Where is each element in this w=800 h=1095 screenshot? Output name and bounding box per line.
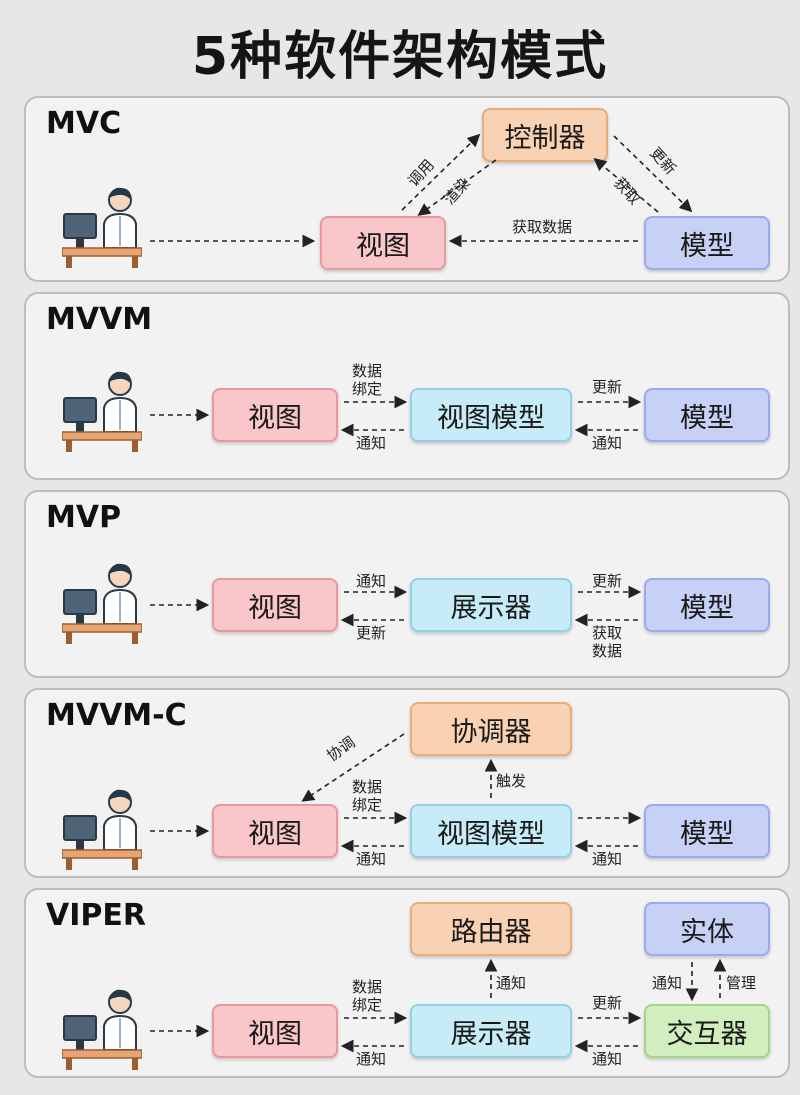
mvp-arrows bbox=[150, 585, 642, 627]
panel-mvvm-c: MVVM-C 协调器 视图 视图模型 模型 协调 触发 数据 绑定 通知 通知 bbox=[24, 688, 790, 878]
viewmodel-box: 视图模型 bbox=[410, 388, 572, 442]
view-box: 视图 bbox=[212, 1004, 338, 1058]
label-notify: 通知 bbox=[592, 850, 623, 868]
user-at-computer-icon bbox=[62, 989, 142, 1070]
view-box: 视图 bbox=[212, 388, 338, 442]
view-box: 视图 bbox=[320, 216, 446, 270]
viewmodel-box: 视图模型 bbox=[410, 804, 572, 858]
label-notify: 通知 bbox=[356, 572, 387, 590]
label-notify: 通知 bbox=[592, 434, 623, 452]
entity-box: 实体 bbox=[644, 902, 770, 956]
mvvm-arrows bbox=[150, 395, 642, 437]
label-update: 更新 bbox=[592, 572, 623, 590]
page-title: 5种软件架构模式 bbox=[191, 27, 609, 87]
label-manage: 管理 bbox=[726, 974, 757, 992]
viper-arrows bbox=[150, 958, 727, 1053]
presenter-box: 展示器 bbox=[410, 1004, 572, 1058]
label-data-bind: 数据 绑定 bbox=[352, 778, 383, 814]
label-update: 更新 bbox=[592, 994, 623, 1012]
label-data-bind: 数据 绑定 bbox=[352, 978, 383, 1014]
user-at-computer-icon bbox=[62, 563, 142, 644]
view-box: 视图 bbox=[212, 578, 338, 632]
label-update: 更新 bbox=[356, 624, 387, 642]
pattern-name-mvvm: MVVM bbox=[46, 302, 153, 337]
user-at-computer-icon bbox=[62, 187, 142, 268]
pattern-name-mvc: MVC bbox=[46, 106, 122, 141]
pattern-name-mvp: MVP bbox=[46, 500, 122, 535]
label-notify-router: 通知 bbox=[496, 974, 527, 992]
model-box: 模型 bbox=[644, 804, 770, 858]
label-notify: 通知 bbox=[356, 1050, 387, 1068]
panel-mvp: MVP 视图 展示器 模型 通知 更新 更新 获取 数据 bbox=[24, 490, 790, 678]
presenter-box: 展示器 bbox=[410, 578, 572, 632]
mvvm-c-arrows bbox=[150, 733, 642, 853]
label-fetch-data: 获取数据 bbox=[512, 218, 573, 236]
user-at-computer-icon bbox=[62, 789, 142, 870]
label-notify: 通知 bbox=[592, 1050, 623, 1068]
user-at-computer-icon bbox=[62, 371, 142, 452]
model-box: 模型 bbox=[644, 216, 770, 270]
panel-mvvm: MVVM 视图 视图模型 模型 数据 绑定 通知 更新 通知 bbox=[24, 292, 790, 480]
interactor-box: 交互器 bbox=[644, 1004, 770, 1058]
label-notify-entity: 通知 bbox=[652, 974, 683, 992]
panel-mvc: MVC 控制器 视图 模型 调用 渲染 更新 获取 获取数据 bbox=[24, 96, 790, 282]
label-fetch-data: 获取 数据 bbox=[592, 624, 623, 660]
pattern-name-mvvm-c: MVVM-C bbox=[46, 698, 187, 733]
label-notify: 通知 bbox=[356, 850, 387, 868]
mvc-arrows bbox=[150, 133, 693, 248]
model-box: 模型 bbox=[644, 388, 770, 442]
view-box: 视图 bbox=[212, 804, 338, 858]
coordinator-box: 协调器 bbox=[410, 702, 572, 756]
label-notify: 通知 bbox=[356, 434, 387, 452]
panel-viper: VIPER 路由器 实体 视图 展示器 交互器 通知 通知 管理 数据 绑定 通… bbox=[24, 888, 790, 1078]
router-box: 路由器 bbox=[410, 902, 572, 956]
label-data-bind: 数据 绑定 bbox=[352, 362, 383, 398]
controller-box: 控制器 bbox=[482, 108, 608, 162]
model-box: 模型 bbox=[644, 578, 770, 632]
label-update: 更新 bbox=[592, 378, 623, 396]
label-trigger: 触发 bbox=[496, 772, 527, 790]
pattern-name-viper: VIPER bbox=[46, 898, 146, 933]
